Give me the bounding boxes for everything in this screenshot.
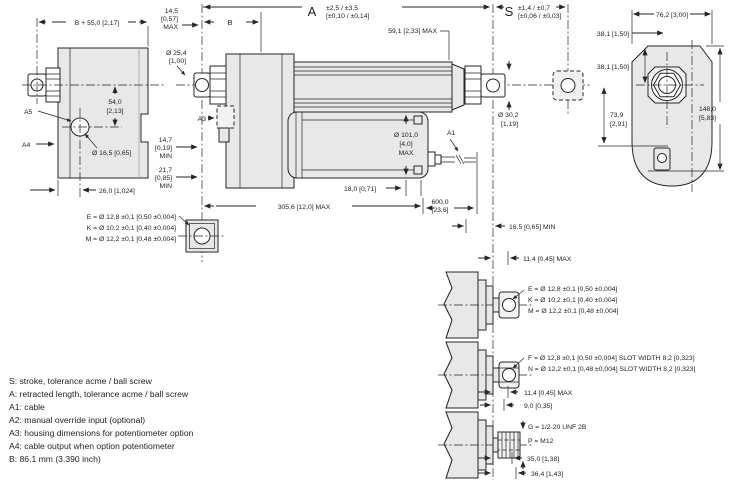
label-a3: A3: [198, 116, 207, 123]
dim-14-5-max: MAX: [163, 24, 178, 31]
cable-gland: [427, 151, 436, 167]
legend-line-b: B: 86.1 mm (3.390 inch): [9, 454, 101, 464]
label-b: B: [227, 18, 232, 27]
legend-line-a4: A4: cable output when option potentiomet…: [9, 441, 175, 451]
main-side-view: 14,5 [0,57] MAX B A ±2,5 / ±3,5 [±0,10 /…: [155, 4, 592, 480]
dim-9-0: 9,0 [0,35]: [524, 403, 552, 410]
dim-600-mm: 600,0: [431, 199, 448, 206]
dim-11-4-variant: 11,4 [0,45] MAX: [524, 390, 573, 397]
legend-line-s: S: stroke, tolerance acme / ball screw: [9, 376, 153, 386]
extension-tube: [293, 61, 453, 113]
dim-dia-101-max: MAX: [399, 150, 414, 157]
dim-dia-25-4-mm: Ø 25,4: [166, 50, 187, 57]
legend-line-a1: A1: cable: [9, 402, 45, 412]
label-a: A: [308, 4, 317, 19]
dim-59-1-max: 59,1 [2,33] MAX: [388, 28, 437, 35]
dim-35-0: 35,0 [1,38]: [527, 456, 559, 463]
tol-a-in: [±0,10 / ±0,14]: [326, 13, 369, 20]
dim-dia-16-5: Ø 16,5 [0,65]: [92, 150, 131, 157]
dim-36-4: 36,4 [1,43]: [531, 471, 563, 478]
dim-73-9-mm: 73,9: [610, 112, 623, 119]
legend-line-a: A: retracted length, tolerance acme / ba…: [9, 389, 189, 399]
dim-38-1-top: 38,1 [1,50]: [597, 31, 629, 38]
legend-line-a3: A3: housing dimensions for potentiometer…: [9, 428, 194, 438]
legend-line-a2: A2: manual override input (optional): [9, 415, 145, 425]
dim-26: 26,0 [1,024]: [99, 188, 135, 195]
cross-section-detail: E = Ø 12,8 ±0,1 [0,50 ±0,004] K = Ø 10,2…: [86, 214, 226, 253]
potentiometer-housing-option: [216, 105, 235, 129]
dim-148-in: [5,83]: [699, 115, 716, 122]
variant-eye-e: E = Ø 12,8 ±0,1 [0,50 ±0,004]: [528, 286, 617, 293]
dim-b-plus-55: B + 55,0 [2,17]: [75, 20, 120, 27]
variant-eye-k: K = Ø 10,2 ±0,1 [0,40 ±0,004]: [528, 297, 617, 304]
dim-21-7-mm: 21,7: [159, 167, 172, 174]
variant-slot-f: F = Ø 12,8 ±0,1 [0,50 ±0,004] SLOT WIDTH…: [528, 355, 695, 362]
spec-k: K = Ø 10,2 ±0,1 [0,40 ±0,004]: [87, 225, 176, 232]
dim-38-1-side: 38,1 [1,50]: [597, 64, 629, 71]
dim-73-9-in: [2,91]: [610, 121, 627, 128]
dim-dia-30-2-mm: Ø 30,2: [498, 112, 519, 119]
spec-e: E = Ø 12,8 ±0,1 [0,50 ±0,004]: [87, 214, 176, 221]
dim-dia-101-in: [4,0]: [399, 141, 412, 148]
dim-14-5-in: [0,57]: [161, 16, 178, 23]
rear-end-view: B + 55,0 [2,17] 54,0 [2,13] A5 Ø 16,5 [0…: [22, 18, 164, 198]
dim-16-5-min: 16,5 [0,65] MIN: [509, 224, 556, 231]
variant-eye-m: M = Ø 12,2 ±0,1 [0,48 ±0,004]: [528, 308, 619, 315]
label-a5: A5: [24, 109, 33, 116]
variant-slot-n: N = Ø 12,2 ±0,1 [0,48 ±0,004] SLOT WIDTH…: [528, 366, 695, 373]
tol-a-mm: ±2,5 / ±3,5: [326, 5, 358, 12]
dim-dia-25-4-in: [1,00]: [169, 58, 186, 65]
dim-14-5-mm: 14,5: [165, 8, 178, 15]
rod-end-variant-slot: F = Ø 12,8 ±0,1 [0,50 ±0,004] SLOT WIDTH…: [438, 341, 695, 411]
dim-305-6-max: 305,6 [12,0] MAX: [278, 204, 331, 211]
dim-18-0: 18,0 [0,71]: [344, 186, 376, 193]
dim-dia-101-mm: Ø 101,0: [394, 132, 418, 139]
spec-m: M = Ø 12,2 ±0,1 [0,48 ±0,004]: [86, 236, 177, 243]
dim-dia-30-2-in: [1,19]: [501, 121, 518, 128]
rod-end-variant-thread: G = 1/2-20 UNF 2B P = M12 35,0 [1,38] 36…: [438, 411, 587, 479]
gearbox-housing: [225, 53, 295, 189]
legend: S: stroke, tolerance acme / ball screw A…: [9, 376, 194, 464]
motor-housing: [287, 111, 429, 179]
dim-54-mm: 54,0: [108, 99, 121, 106]
dim-54-in: [2,13]: [106, 108, 123, 115]
threaded-rod-end: [497, 431, 521, 459]
front-rod-stack: [464, 65, 482, 105]
tol-s-in: [±0,06 / ±0,03]: [518, 13, 561, 20]
dim-14-7-min: MIN: [160, 153, 173, 160]
rear-housing: [57, 47, 149, 179]
dim-600-in: [23,6]: [431, 207, 448, 214]
dim-11-4-max: 11,4 [0,45] MAX: [523, 256, 572, 263]
label-s: S: [505, 4, 514, 19]
front-end-view: 76,2 [3,00] 38,1 [1,50] 38,1 [1,50] 73,9…: [597, 10, 724, 192]
dim-21-7-in: [0,85]: [155, 175, 172, 182]
dim-21-7-min: MIN: [160, 183, 173, 190]
tol-s-mm: ±1,4 / ±0,7: [518, 5, 550, 12]
thread-spec-g: G = 1/2-20 UNF 2B: [528, 424, 587, 431]
rod-end-variant-eye: E = Ø 12,8 ±0,1 [0,50 ±0,004] K = Ø 10,2…: [438, 271, 619, 339]
thread-spec-p: P = M12: [528, 438, 554, 445]
rear-pivot-stack: [209, 65, 227, 105]
dim-76-2: 76,2 [3,00]: [656, 12, 688, 19]
dim-148-mm: 148,0: [699, 106, 716, 113]
label-a4: A4: [22, 142, 31, 149]
label-a1: A1: [447, 130, 456, 137]
dim-14-7-in: [0,19]: [155, 145, 172, 152]
dim-14-7-mm: 14,7: [159, 137, 172, 144]
